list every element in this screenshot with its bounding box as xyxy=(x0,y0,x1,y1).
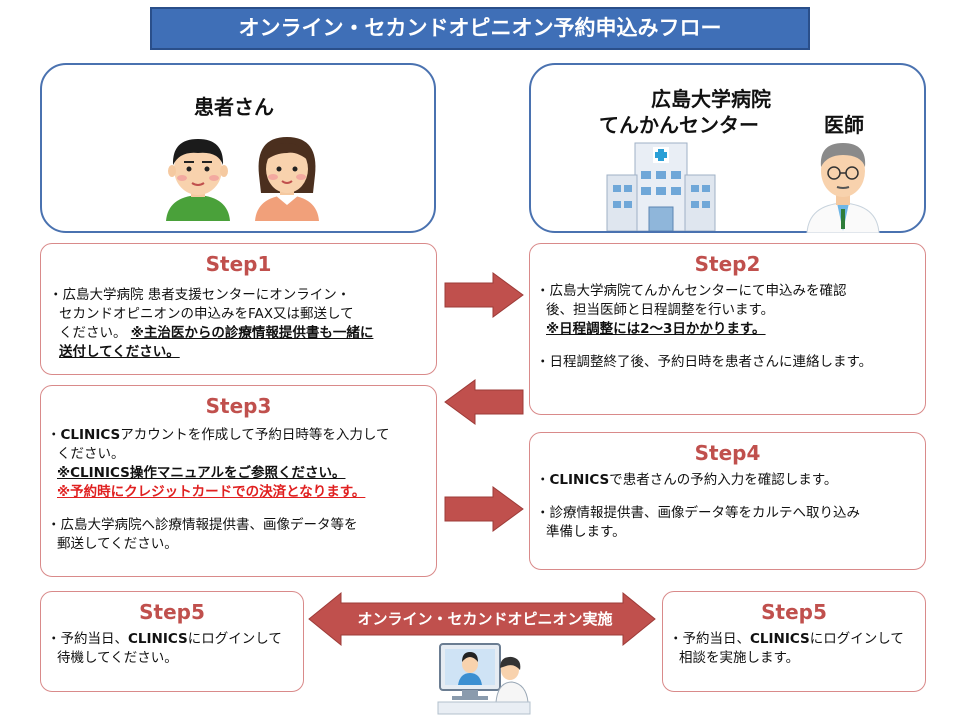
step5-right-line2: 相談を実施します。 xyxy=(679,650,800,666)
step3-clinics: CLINICS xyxy=(60,427,121,443)
step5-right-clinics: CLINICS xyxy=(750,631,810,647)
step1-line3: ください。 ※主治医からの診療情報提供書も一緒に xyxy=(49,324,373,343)
step2-note: ※日程調整には2〜3日かかります。 xyxy=(546,321,766,337)
girl-patient-icon xyxy=(255,137,319,221)
step4-text: ・CLINICSで患者さんの予約入力を確認します。 ・診療情報提供書、画像データ… xyxy=(536,471,860,542)
step3-bullet: ・ xyxy=(47,427,61,443)
step2-title: Step2 xyxy=(694,252,761,276)
step4-line1-rest: で患者さんの予約入力を確認します。 xyxy=(609,472,838,488)
step5-left-text: ・予約当日、CLINICSにログインして 待機してください。 xyxy=(47,630,282,668)
step5-left-line1c: にログインして xyxy=(187,631,282,647)
step5-left-line2: 待機してください。 xyxy=(57,650,178,666)
video-call-icon xyxy=(437,643,531,715)
online-consultation-arrow xyxy=(308,591,656,647)
step3-line1: ・CLINICSアカウントを作成して予約日時等を入力して xyxy=(47,426,389,445)
step1-note: ※主治医からの診療情報提供書も一緒に xyxy=(130,325,374,341)
online-consultation-label: オンライン・セカンドオピニオン実施 xyxy=(357,610,613,628)
hospital-name: 広島大学病院 xyxy=(651,87,771,111)
step3-title: Step3 xyxy=(205,394,272,418)
patient-box: 患者さん xyxy=(40,63,436,233)
step4-bullet: ・ xyxy=(536,472,550,488)
step4-line3: 準備します。 xyxy=(546,524,626,540)
arrow-step3-to-step4 xyxy=(444,486,524,532)
step2-line1: ・広島大学病院てんかんセンターにて申込みを確認 xyxy=(536,283,847,299)
step2-line2: 後、担当医師と日程調整を行います。 xyxy=(546,302,775,318)
hospital-building-icon xyxy=(606,142,716,231)
step5-right-title: Step5 xyxy=(761,600,827,624)
step5-right-line1c: にログインして xyxy=(809,631,904,647)
step5-left-box: Step5 ・予約当日、CLINICSにログインして 待機してください。 xyxy=(40,591,304,692)
step4-line2: ・診療情報提供書、画像データ等をカルテへ取り込み xyxy=(536,505,860,521)
step4-title: Step4 xyxy=(694,441,761,465)
step3-line6: 郵送してください。 xyxy=(57,536,178,552)
step3-manual-note: ※CLINICS操作マニュアルをご参照ください。 xyxy=(57,465,346,481)
step1-line1: ・広島大学病院 患者支援センターにオンライン・ xyxy=(49,287,351,303)
step5-left-clinics: CLINICS xyxy=(128,631,188,647)
boy-patient-icon xyxy=(166,139,230,221)
step2-text: ・広島大学病院てんかんセンターにて申込みを確認 後、担当医師と日程調整を行います… xyxy=(536,282,872,372)
arrow-step1-to-step2 xyxy=(444,272,524,318)
step2-box: Step2 ・広島大学病院てんかんセンターにて申込みを確認 後、担当医師と日程調… xyxy=(529,243,926,415)
step5-left-title: Step5 xyxy=(139,600,205,624)
step4-clinics: CLINICS xyxy=(549,472,610,488)
hospital-box: 広島大学病院 てんかんセンター 医師 xyxy=(529,63,926,233)
epilepsy-center-label: てんかんセンター xyxy=(599,113,759,137)
doctor-label: 医師 xyxy=(824,113,864,137)
step1-line3a: ください。 xyxy=(59,325,127,341)
step2-line4: ・日程調整終了後、予約日時を患者さんに連絡します。 xyxy=(536,354,873,370)
patient-label: 患者さん xyxy=(194,95,274,119)
step5-right-line1: ・予約当日、CLINICSにログインして xyxy=(669,630,904,649)
arrow-step2-to-step3 xyxy=(444,379,524,425)
step5-right-line1a: ・予約当日、 xyxy=(669,631,750,647)
step5-right-text: ・予約当日、CLINICSにログインして 相談を実施します。 xyxy=(669,630,904,668)
step1-line2: セカンドオピニオンの申込みをFAX又は郵送して xyxy=(59,306,354,322)
step4-box: Step4 ・CLINICSで患者さんの予約入力を確認します。 ・診療情報提供書… xyxy=(529,432,926,570)
step3-line1-rest: アカウントを作成して予約日時等を入力して xyxy=(120,427,390,443)
step3-box: Step3 ・CLINICSアカウントを作成して予約日時等を入力して ください。… xyxy=(40,385,437,577)
step5-right-box: Step5 ・予約当日、CLINICSにログインして 相談を実施します。 xyxy=(662,591,926,692)
step1-text: ・広島大学病院 患者支援センターにオンライン・ セカンドオピニオンの申込みをFA… xyxy=(49,286,373,362)
step3-line5: ・広島大学病院へ診療情報提供書、画像データ等を xyxy=(47,517,358,533)
step5-left-line1: ・予約当日、CLINICSにログインして xyxy=(47,630,282,649)
step5-left-line1a: ・予約当日、 xyxy=(47,631,128,647)
step1-title: Step1 xyxy=(205,252,272,276)
step3-text: ・CLINICSアカウントを作成して予約日時等を入力して ください。 ※CLIN… xyxy=(47,426,389,554)
step1-line4: 送付してください。 xyxy=(59,344,180,360)
step3-line2: ください。 xyxy=(57,446,125,462)
page-title: オンライン・セカンドオピニオン予約申込みフロー xyxy=(150,7,810,50)
doctor-icon xyxy=(806,143,880,233)
step4-line1: ・CLINICSで患者さんの予約入力を確認します。 xyxy=(536,471,860,490)
step3-payment-note: ※予約時にクレジットカードでの決済となります。 xyxy=(57,484,366,500)
step1-box: Step1 ・広島大学病院 患者支援センターにオンライン・ セカンドオピニオンの… xyxy=(40,243,437,375)
